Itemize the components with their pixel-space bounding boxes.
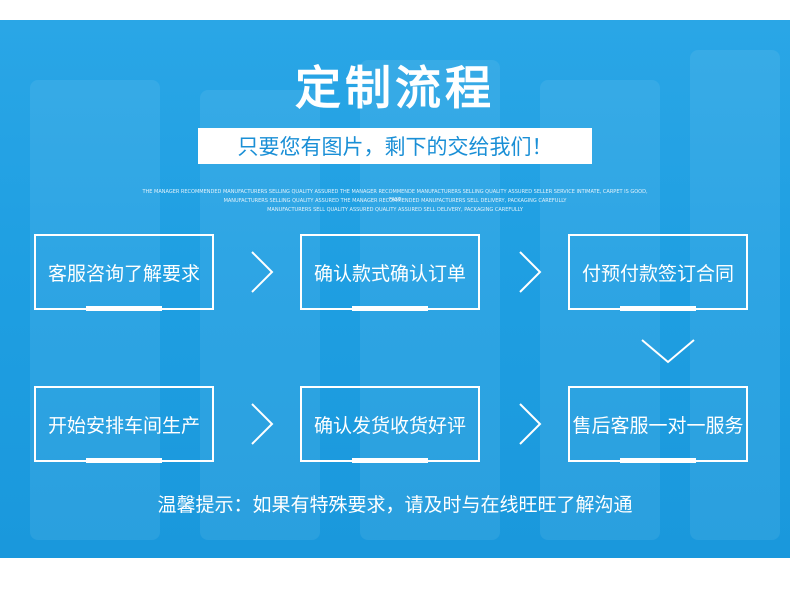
background-decoration	[690, 50, 780, 540]
step-underline	[86, 458, 162, 463]
background-decoration	[200, 90, 320, 540]
chevron-right-icon	[250, 402, 274, 446]
step-label: 付预付款签订合同	[581, 262, 734, 285]
step-prepay-contract: 付预付款签订合同	[568, 234, 748, 311]
page-title: 定制流程	[295, 61, 495, 115]
step-label: 客服咨询了解要求	[47, 262, 200, 285]
step-underline	[86, 306, 162, 311]
step-underline	[352, 306, 428, 311]
footer-tip: 温馨提示：如果有特殊要求，请及时与在线旺旺了解沟通	[157, 494, 633, 516]
chevron-down-icon	[640, 338, 696, 364]
step-confirm-order: 确认款式确认订单	[300, 234, 480, 311]
subtitle-box: 只要您有图片，剩下的交给我们！	[198, 128, 592, 164]
chevron-right-icon	[518, 250, 542, 294]
step-consult: 客服咨询了解要求	[34, 234, 214, 311]
step-shipping-review: 确认发货收货好评	[300, 386, 480, 463]
subtitle-text: 只要您有图片，剩下的交给我们！	[237, 135, 553, 159]
step-label: 确认款式确认订单	[313, 262, 466, 285]
step-underline	[352, 458, 428, 463]
step-after-sales: 售后客服一对一服务	[568, 386, 748, 463]
step-label: 售后客服一对一服务	[572, 414, 744, 437]
english-caption-line: MANUFACTURERS SELL QUALITY ASSURED QUALI…	[267, 207, 523, 213]
step-underline	[620, 306, 696, 311]
step-label: 开始安排车间生产	[47, 414, 200, 437]
step-label: 确认发货收货好评	[313, 414, 466, 437]
english-caption-line: THE MANAGER RECOMMENDED MANUFACTURERS SE…	[142, 189, 648, 203]
chevron-right-icon	[250, 250, 274, 294]
english-caption-line: MANUFACTURERS SELLING QUALITY ASSURED TH…	[223, 198, 567, 204]
step-underline	[620, 458, 696, 463]
step-production: 开始安排车间生产	[34, 386, 214, 463]
chevron-right-icon	[518, 402, 542, 446]
